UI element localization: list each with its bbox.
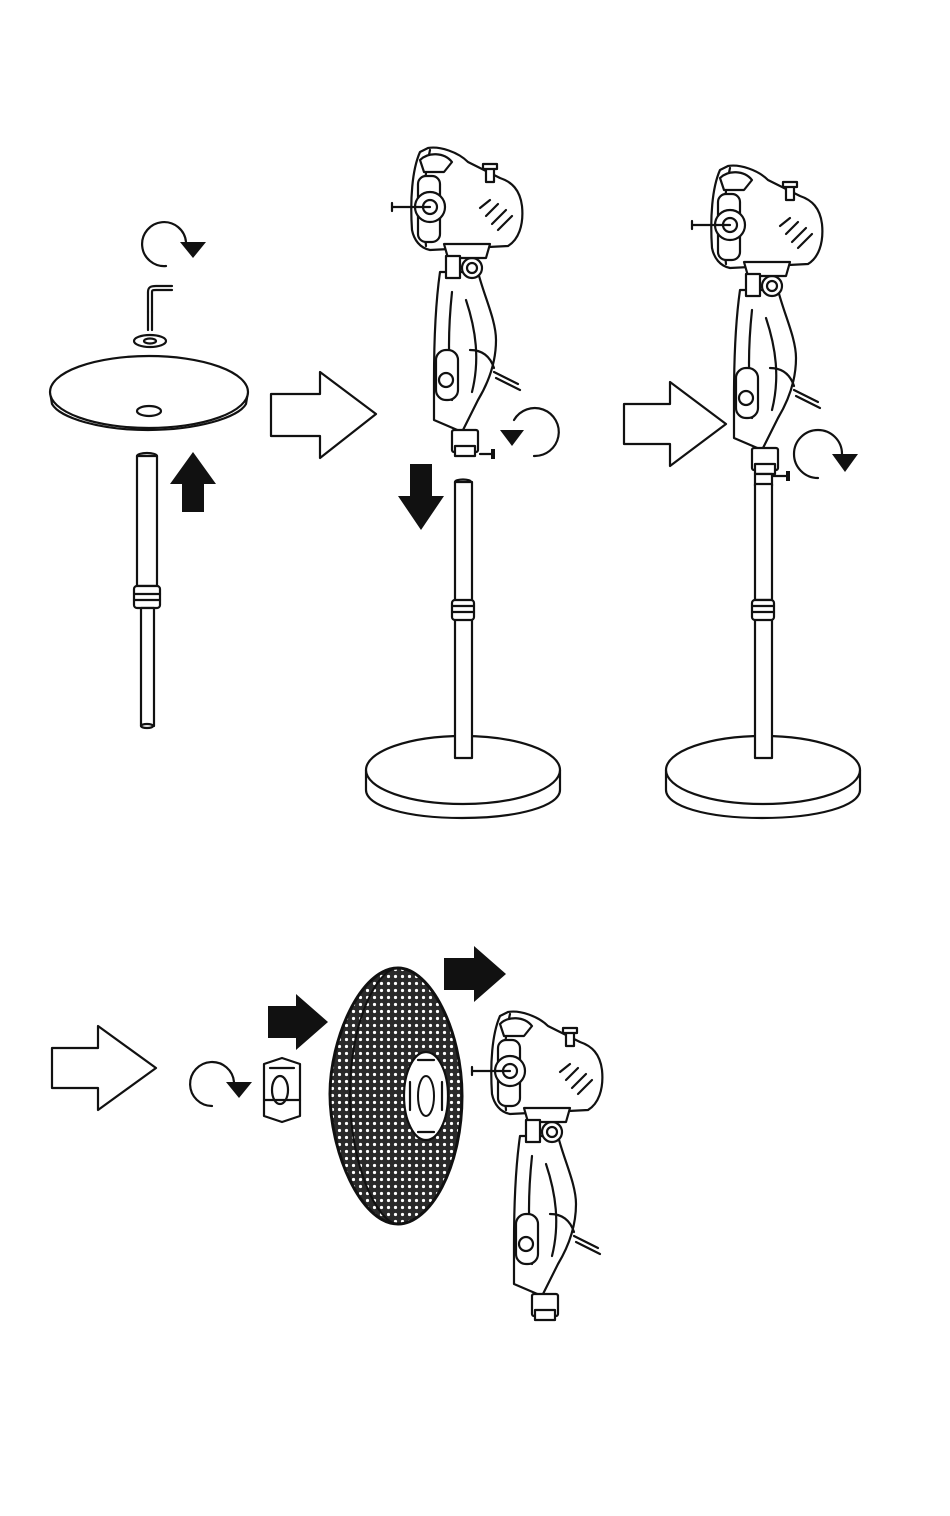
allen-key-icon	[148, 286, 172, 330]
grille-nut	[264, 1058, 300, 1122]
step-arrow-1	[271, 372, 376, 458]
motor-head	[472, 1012, 602, 1320]
pole-on-base	[666, 600, 860, 818]
rear-grille	[330, 968, 462, 1224]
arrow-right-icon	[444, 946, 506, 1002]
arrow-down-icon	[398, 464, 444, 530]
arrow-right-icon	[268, 994, 328, 1050]
pole-on-base	[366, 600, 560, 818]
step-arrow-2	[624, 382, 726, 466]
rotate-clockwise-icon	[142, 222, 206, 266]
pole-tube	[134, 453, 160, 728]
step-2-attach-head	[366, 148, 560, 818]
base-plate	[50, 356, 248, 430]
step-3-secure-head	[666, 166, 860, 818]
step-4-rear-grille	[190, 946, 602, 1320]
rotate-counterclockwise-icon	[500, 408, 559, 456]
rotate-clockwise-icon	[190, 1062, 252, 1106]
motor-head	[392, 148, 522, 456]
rotate-clockwise-icon	[794, 430, 858, 478]
step-arrow-3	[52, 1026, 156, 1110]
washer-icon	[134, 335, 166, 347]
arrow-up-icon	[170, 452, 216, 512]
step-1-base-attachment	[50, 222, 248, 728]
